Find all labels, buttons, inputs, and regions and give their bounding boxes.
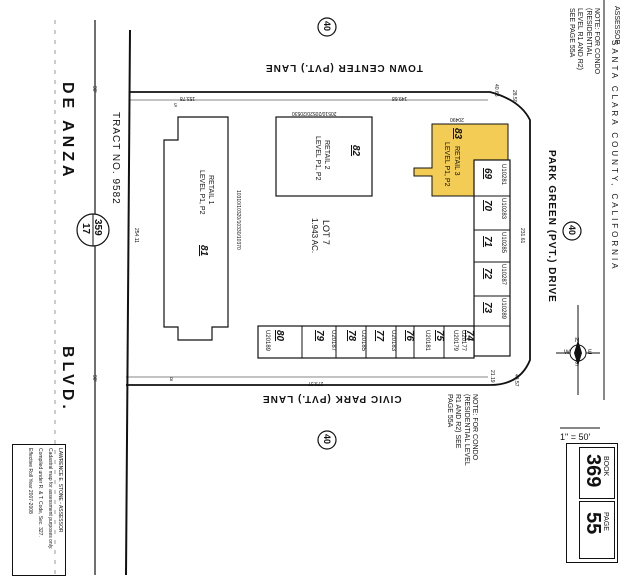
unit-number[interactable]: 72: [482, 268, 493, 280]
lot-boundary: [126, 91, 531, 386]
assessor-line-4: Effective Roll Year 2007-2008: [27, 448, 33, 514]
retail-1-footprint: [163, 116, 229, 341]
route-marker-circle: [317, 430, 337, 450]
unit-number[interactable]: 80: [274, 330, 285, 342]
unit-address: U20177: [460, 330, 466, 352]
retail-2-footprint: [275, 116, 373, 197]
unit-address: U20189: [264, 330, 270, 352]
compass-s: S: [575, 362, 580, 368]
dim-road-bottom: 90': [91, 375, 97, 382]
route-marker-label: 40: [567, 225, 577, 236]
route-marker-label: 40: [322, 21, 332, 32]
retail-1-level: LEVEL P1, P2: [198, 170, 205, 215]
dim-top-left: 153.78: [180, 95, 196, 101]
dim-ne-curve: 40.63: [493, 84, 499, 97]
retail-2-address: 20510/20520/20530: [292, 110, 337, 116]
retail-3-number[interactable]: 83: [452, 128, 463, 140]
unit-number[interactable]: 69: [482, 168, 493, 180]
unit-address: U10285: [500, 232, 506, 254]
dim-small-1: 5: [174, 101, 177, 107]
retail-3-footprint[interactable]: [413, 123, 509, 197]
dim-ne-curve-2: 28.50: [511, 90, 517, 103]
dim-east: 231.61: [519, 228, 525, 244]
unit-address: U20179: [452, 330, 458, 352]
unit-address: U10283: [500, 198, 506, 220]
street-civic-park: CIVIC PARK (PVT.) LANE: [262, 393, 402, 404]
dim-small-2: 8: [170, 375, 173, 381]
route-marker-circle: [317, 17, 337, 37]
lot-area: 1.943 AC.: [310, 218, 319, 254]
book-ref-bottom: 17: [80, 223, 91, 235]
unit-number[interactable]: 71: [482, 236, 493, 248]
compass-w: W: [564, 350, 570, 356]
assessor-box: [12, 444, 66, 576]
tract-label: TRACT NO. 9582: [110, 112, 121, 205]
compass-n: N: [575, 338, 580, 344]
blvd-line-east: [125, 29, 131, 576]
unit-address: U20187: [330, 330, 336, 352]
book-box: [579, 447, 615, 499]
unit-address: U20181: [424, 330, 430, 352]
page-number: 55: [582, 512, 604, 535]
retail-1-number[interactable]: 81: [198, 245, 209, 257]
retail-2-title: RETAIL 2: [323, 140, 330, 170]
compass-e: E: [588, 350, 593, 356]
unit-address: U10289: [500, 298, 506, 320]
street-town-center: TOWN CENTER (PVT.) LANE: [265, 62, 423, 73]
retail-2-number[interactable]: 82: [350, 145, 361, 157]
retail-1-title: RETAIL 1: [207, 175, 214, 205]
unit-address: U10287: [500, 264, 506, 286]
unit-address: U20185: [360, 330, 366, 352]
unit-number[interactable]: 78: [346, 330, 357, 342]
assessor-line-1: LAWRENCE E. STONE - ASSESSOR: [57, 448, 63, 533]
compass-rose: [556, 305, 600, 395]
unit-number[interactable]: 77: [374, 330, 385, 342]
retail-1-address: 10310/10320/10330/10370: [235, 190, 241, 250]
street-blvd: BLVD.: [59, 346, 76, 413]
unit-address: U10281: [500, 164, 506, 186]
book-number: 369: [582, 454, 604, 488]
county-label: SANTA CLARA COUNTY, CALIFORNIA: [610, 40, 619, 272]
note-bottom: NOTE: FOR CONDO (RESIDENTIAL LEVEL R1 AN…: [445, 394, 478, 466]
book-ref-top: 359: [92, 219, 103, 236]
unit-number[interactable]: 79: [314, 330, 325, 342]
retail-3-level: LEVEL P1, P2: [443, 142, 450, 187]
unit-number[interactable]: 76: [404, 330, 415, 342]
dim-se-curve-2: 48.57: [513, 374, 519, 387]
street-de-anza: DE ANZA: [59, 82, 76, 181]
note-top: NOTE: FOR CONDO (RESIDENTIAL LEVEL R1 AN…: [567, 8, 600, 75]
street-park-green: PARK GREEN (PVT.) DRIVE: [546, 150, 557, 303]
unit-number[interactable]: 70: [482, 200, 493, 212]
east-strip: [473, 159, 511, 357]
assessor-line-2: Cadastral map for assessment purposes on…: [47, 448, 53, 550]
dim-road-top: 90': [91, 86, 97, 93]
dim-se-curve: 21.19: [489, 370, 495, 383]
unit-number[interactable]: 73: [482, 302, 493, 314]
route-marker-circle: [562, 221, 582, 241]
page-box: [579, 501, 615, 559]
unit-number[interactable]: 75: [434, 330, 445, 342]
assessor-label: ASSESSOR: [613, 6, 620, 45]
retail-2-level: LEVEL P1, P2: [314, 136, 321, 181]
scale-label: 1" = 50': [560, 432, 591, 442]
route-marker-label: 40: [322, 434, 332, 445]
retail-3-address: 20490: [450, 116, 464, 122]
lot-label: LOT 7: [321, 220, 331, 245]
unit-address: U20183: [390, 330, 396, 352]
book-page-box: [566, 443, 618, 563]
dim-south: 279.37: [308, 380, 324, 386]
dim-west: 254.11: [133, 228, 139, 243]
dim-top-right: 149.68: [392, 95, 408, 101]
assessor-line-3: Compiled under R. & T. Code, Sec. 327.: [37, 448, 43, 537]
retail-3-title: RETAIL 3: [453, 146, 460, 176]
